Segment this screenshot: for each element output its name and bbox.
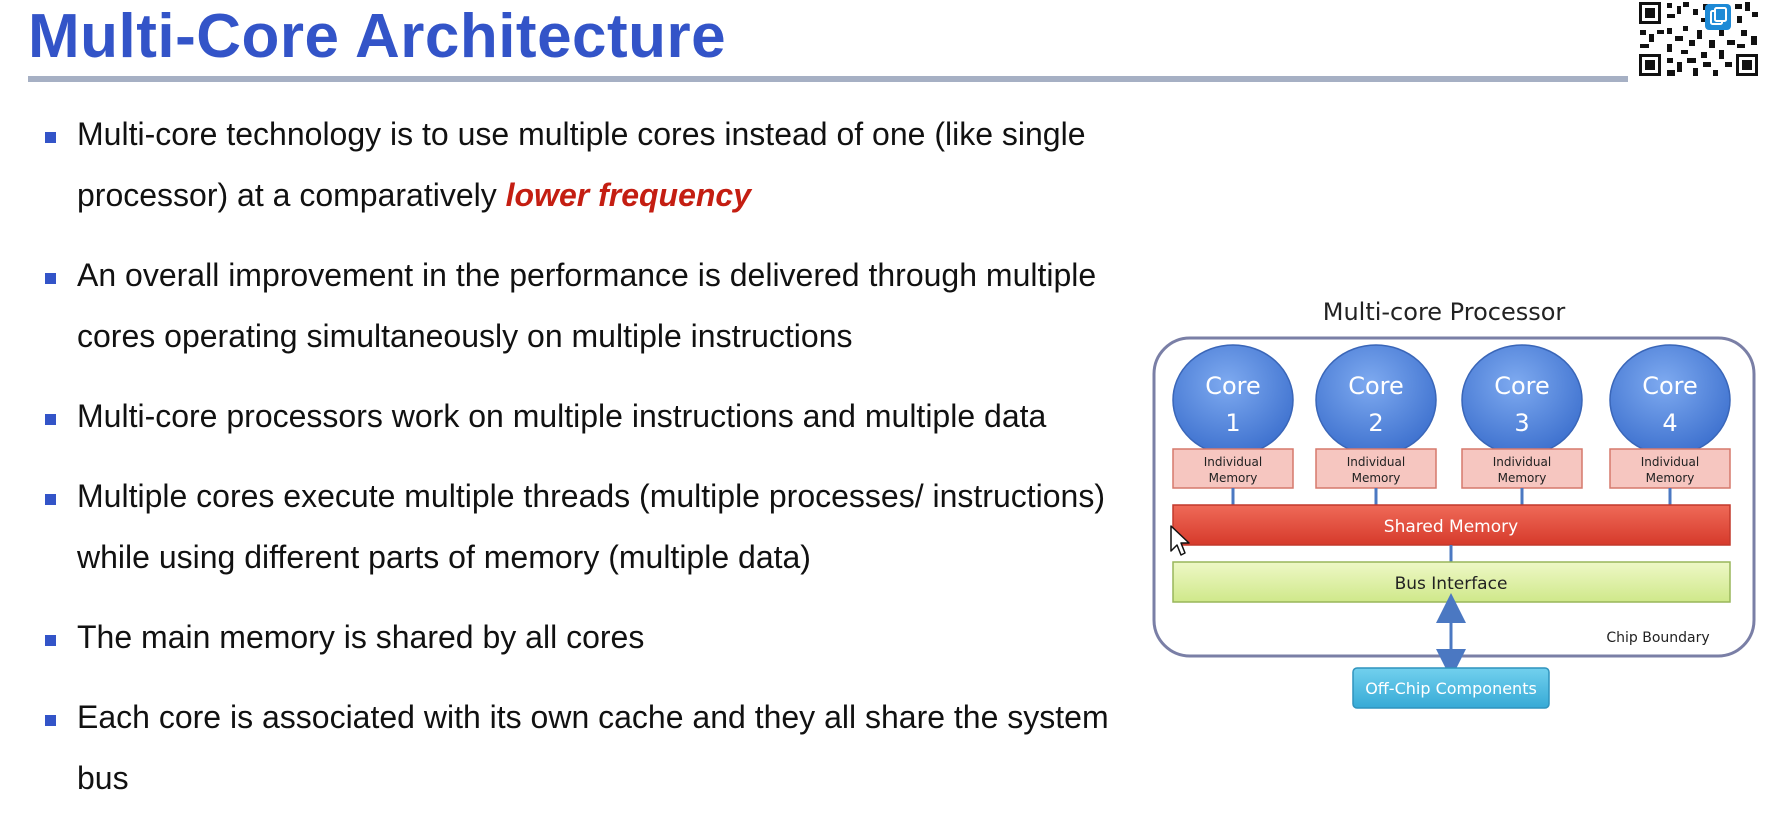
bullet-text: Each core is associated with its own cac… [77, 699, 1109, 796]
memory-label: Memory [1498, 471, 1547, 485]
bullet-item: Each core is associated with its own cac… [45, 687, 1165, 809]
core-number: 2 [1368, 409, 1383, 437]
bullet-text: An overall improvement in the performanc… [77, 257, 1097, 354]
core-number: 3 [1514, 409, 1529, 437]
memory-label: Memory [1352, 471, 1401, 485]
core-number: 4 [1662, 409, 1677, 437]
memory-label: Individual [1641, 455, 1699, 469]
shared-memory-label: Shared Memory [1384, 517, 1518, 537]
bullet-item: Multiple cores execute multiple threads … [45, 466, 1165, 588]
off-chip-label: Off-Chip Components [1365, 679, 1537, 698]
core-label: Core [1348, 372, 1404, 400]
mouse-pointer-icon [1170, 525, 1190, 556]
bullet-item: The main memory is shared by all cores [45, 607, 1165, 668]
core-2: Core 2 Individual Memory [1315, 344, 1437, 505]
bullet-text: Multiple cores execute multiple threads … [77, 478, 1105, 575]
memory-label: Memory [1646, 471, 1695, 485]
memory-label: Individual [1204, 455, 1262, 469]
title-underline [28, 76, 1628, 82]
core-3: Core 3 Individual Memory [1461, 344, 1583, 505]
bullet-list: Multi-core technology is to use multiple… [45, 104, 1165, 815]
bullet-item: An overall improvement in the performanc… [45, 245, 1165, 367]
core-label: Core [1642, 372, 1698, 400]
memory-label: Individual [1493, 455, 1551, 469]
individual-memory [1315, 448, 1437, 489]
bus-interface-label: Bus Interface [1395, 574, 1508, 594]
shared-memory-block: Shared Memory [1172, 504, 1731, 546]
slide-title: Multi-Core Architecture [28, 2, 727, 71]
bullet-item: Multi-core technology is to use multiple… [45, 104, 1165, 226]
bullet-text: Multi-core processors work on multiple i… [77, 398, 1047, 434]
bus-interface-block: Bus Interface [1172, 561, 1731, 603]
multicore-diagram: Multi-core Processor Core 1 Individual M… [1150, 296, 1760, 746]
core-4: Core 4 Individual Memory [1609, 344, 1731, 505]
individual-memory [1609, 448, 1731, 489]
core-number: 1 [1225, 409, 1240, 437]
off-chip-components-block: Off-Chip Components [1352, 667, 1550, 709]
memory-label: Memory [1209, 471, 1258, 485]
core-label: Core [1205, 372, 1261, 400]
core-label: Core [1494, 372, 1550, 400]
memory-label: Individual [1347, 455, 1405, 469]
bullet-item: Multi-core processors work on multiple i… [45, 386, 1165, 447]
bullet-text: The main memory is shared by all cores [77, 619, 645, 655]
diagram-title: Multi-core Processor [1323, 298, 1566, 326]
core-1: Core 1 Individual Memory [1172, 344, 1294, 505]
chip-boundary-label: Chip Boundary [1606, 630, 1709, 646]
emphasis-text: lower frequency [505, 177, 752, 213]
qr-code-icon [1637, 0, 1760, 80]
bullet-text: Multi-core technology is to use multiple… [77, 116, 1086, 213]
